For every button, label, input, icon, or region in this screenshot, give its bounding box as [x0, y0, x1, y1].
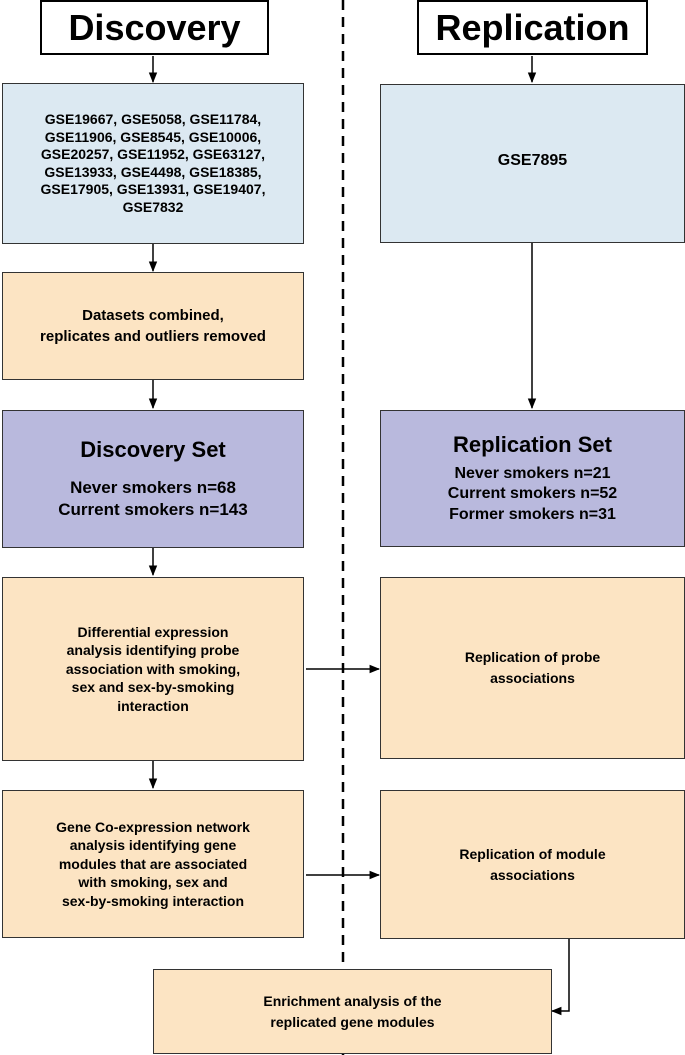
discovery-set-never-smokers: Never smokers n=68 — [70, 478, 236, 497]
preprocessing-box: Datasets combined, replicates and outlie… — [2, 272, 304, 380]
module-replication-box: Replication of module associations — [380, 790, 685, 939]
coexpression-box: Gene Co-expression network analysis iden… — [2, 790, 304, 938]
discovery-header-text: Discovery — [68, 6, 241, 48]
discovery-set-box: Discovery Set Never smokers n=68 Current… — [2, 410, 304, 548]
discovery-datasets-box: GSE19667, GSE5058, GSE11784, GSE11906, G… — [2, 83, 304, 244]
enrichment-text: Enrichment analysis of the replicated ge… — [263, 992, 442, 1030]
module-replication-text: Replication of module associations — [459, 845, 606, 883]
probe-replication-text: Replication of probe associations — [464, 649, 601, 686]
discovery-set-current-smokers: Current smokers n=143 — [58, 500, 248, 519]
discovery-header: Discovery — [40, 0, 269, 55]
replication-set-box: Replication Set Never smokers n=21 Curre… — [380, 410, 685, 547]
discovery-datasets-text: GSE19667, GSE5058, GSE11784, GSE11906, G… — [40, 111, 266, 215]
replication-header-text: Replication — [435, 6, 630, 48]
differential-expression-text: Differential expression analysis identif… — [65, 623, 241, 714]
replication-dataset-box: GSE7895 — [380, 84, 685, 243]
replication-dataset-text: GSE7895 — [497, 152, 568, 169]
replication-set-former-smokers: Former smokers n=31 — [449, 505, 616, 523]
arrow-module-replication-to-enrichment — [550, 939, 570, 1016]
replication-set-title: Replication Set — [453, 431, 612, 457]
preprocessing-text: Datasets combined, replicates and outlie… — [40, 307, 266, 345]
replication-set-current-smokers: Current smokers n=52 — [447, 485, 618, 503]
enrichment-box: Enrichment analysis of the replicated ge… — [153, 969, 552, 1054]
replication-header: Replication — [417, 0, 648, 55]
probe-replication-box: Replication of probe associations — [380, 577, 685, 759]
replication-set-never-smokers: Never smokers n=21 — [454, 464, 611, 482]
coexpression-text: Gene Co-expression network analysis iden… — [56, 818, 250, 909]
discovery-set-title: Discovery Set — [80, 437, 226, 462]
differential-expression-box: Differential expression analysis identif… — [2, 577, 304, 761]
